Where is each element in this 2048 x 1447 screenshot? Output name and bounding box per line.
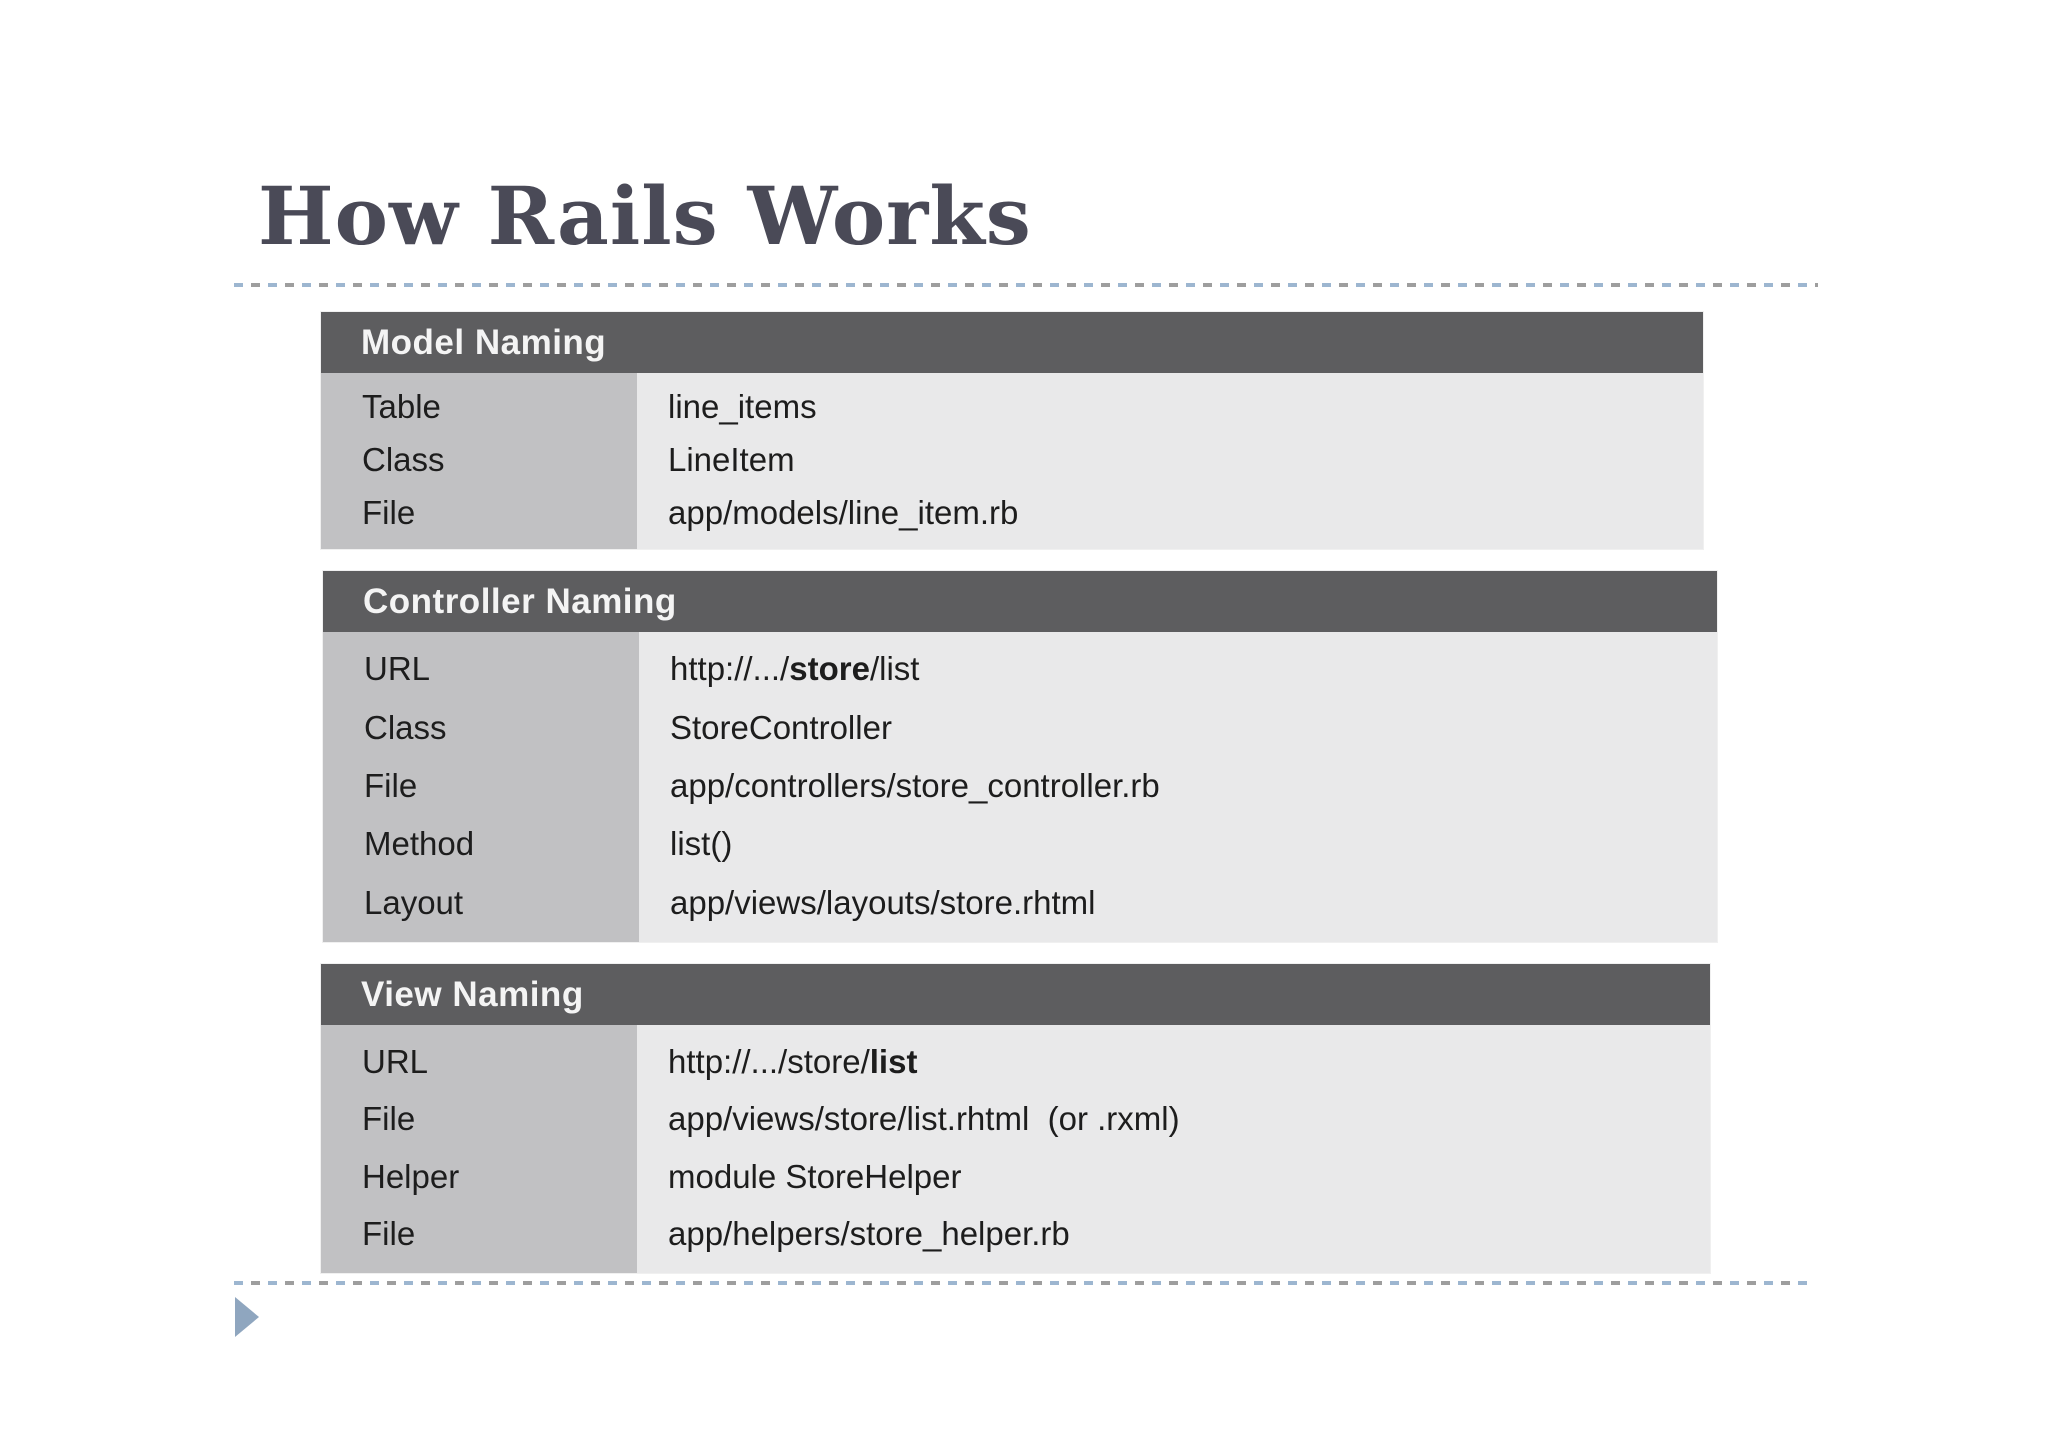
row-value: app/controllers/store_controller.rb — [670, 767, 1160, 805]
row-label: File — [362, 1100, 416, 1138]
row-label: Helper — [362, 1157, 460, 1195]
table-row: Helper module StoreHelper — [321, 1148, 1710, 1206]
table-body: Table line_items Class LineItem File app… — [321, 373, 1703, 549]
table-row: URL http://.../store/list — [323, 640, 1717, 698]
table-row: Class StoreController — [323, 698, 1717, 756]
table-header: Model Naming — [321, 312, 1703, 373]
row-label: Class — [362, 441, 445, 478]
table-row: Class LineItem — [321, 434, 1703, 487]
table-row: URL http://.../store/list — [321, 1033, 1710, 1091]
table-row: File app/helpers/store_helper.rb — [321, 1206, 1710, 1264]
row-value: app/views/store/list.rhtml (or .rxml) — [668, 1100, 1180, 1138]
row-value: line_items — [668, 388, 817, 426]
table-row: Layout app/views/layouts/store.rhtml — [323, 874, 1717, 932]
view-naming-table: View Naming URL http://.../store/list Fi… — [321, 964, 1710, 1273]
row-value: LineItem — [668, 441, 795, 478]
bullet-triangle-icon — [235, 1297, 259, 1337]
row-label: File — [362, 493, 416, 531]
table-row: File app/controllers/store_controller.rb — [323, 757, 1717, 815]
table-row: Method list() — [323, 815, 1717, 873]
page-title: How Rails Works — [258, 169, 1032, 263]
table-header: View Naming — [321, 964, 1710, 1025]
row-label: URL — [362, 1042, 429, 1080]
row-value: StoreController — [670, 708, 892, 746]
row-value: list() — [670, 825, 733, 863]
row-value: app/views/layouts/store.rhtml — [670, 883, 1096, 921]
row-label: File — [362, 1215, 416, 1253]
row-label: URL — [364, 650, 431, 688]
row-label: Class — [364, 708, 447, 746]
model-naming-table: Model Naming Table line_items Class Line… — [321, 312, 1703, 549]
row-label: Table — [362, 388, 441, 426]
table-header-label: View Naming — [361, 974, 584, 1014]
table-header-label: Controller Naming — [363, 581, 677, 621]
table-row: File app/views/store/list.rhtml (or .rxm… — [321, 1091, 1710, 1149]
row-label: Method — [364, 825, 475, 863]
table-row: Table line_items — [321, 381, 1703, 434]
row-value: module StoreHelper — [668, 1157, 962, 1195]
controller-naming-table: Controller Naming URL http://.../store/l… — [323, 571, 1717, 942]
table-header-label: Model Naming — [361, 322, 607, 362]
row-value: http://.../store/list — [668, 1042, 918, 1080]
table-row: File app/models/line_item.rb — [321, 486, 1703, 539]
row-label: File — [364, 767, 418, 805]
footer-divider-dashed-line — [234, 1281, 1814, 1285]
row-value: app/helpers/store_helper.rb — [668, 1215, 1070, 1253]
row-value: http://.../store/list — [670, 650, 920, 688]
row-label: Layout — [364, 883, 464, 921]
table-body: URL http://.../store/list Class StoreCon… — [323, 632, 1717, 942]
table-header: Controller Naming — [323, 571, 1717, 632]
title-divider-dashed-line — [234, 283, 1818, 287]
row-value: app/models/line_item.rb — [668, 493, 1019, 531]
table-body: URL http://.../store/list File app/views… — [321, 1025, 1710, 1273]
